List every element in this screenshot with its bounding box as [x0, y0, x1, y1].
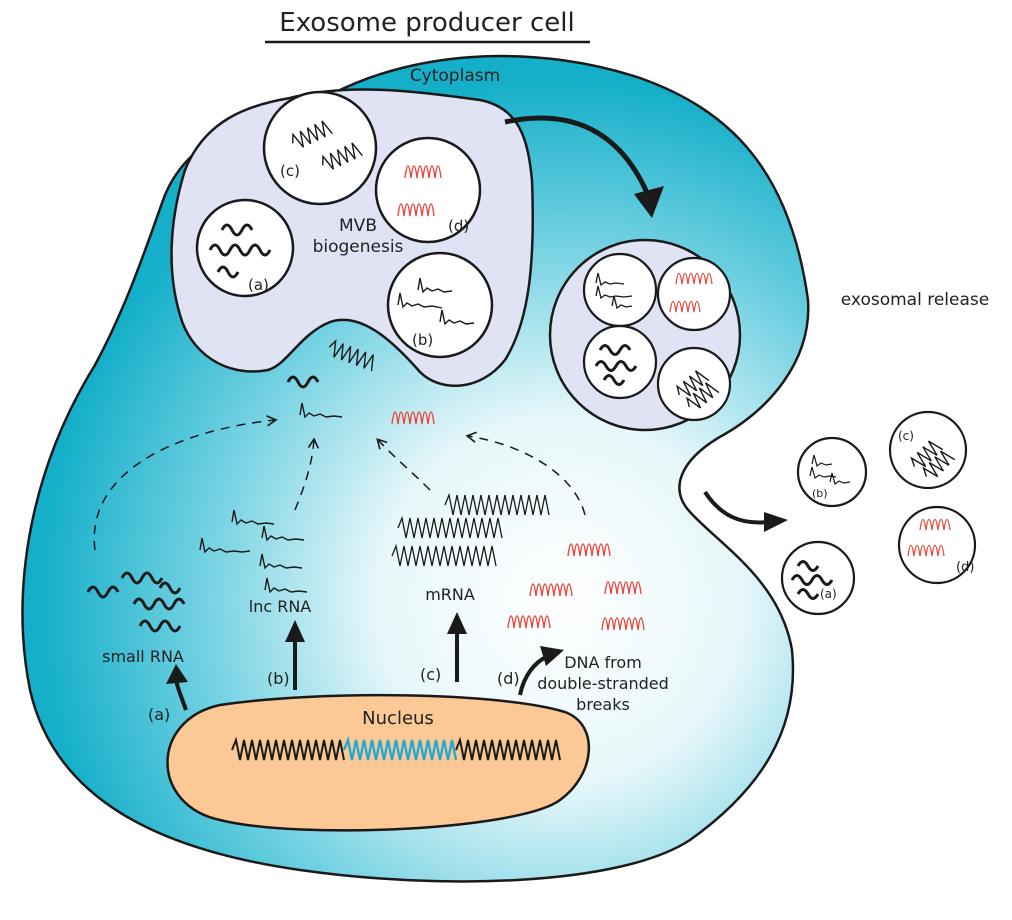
dna-label-line1: DNA from: [564, 653, 642, 672]
vesicle-c-mrna: [292, 120, 333, 148]
nucleus-export-arrows: [166, 612, 564, 711]
cargo-lnc-rna: [299, 402, 343, 419]
mvb-vesicle-d: (d): [374, 136, 482, 244]
exosome-c-marker: (c): [898, 429, 914, 443]
nucleus-label: Nucleus: [362, 708, 434, 729]
vesicle-a-small-rna: [216, 265, 240, 279]
dna-strand-left: [231, 736, 345, 761]
incoming-cargo: [286, 339, 435, 425]
chromosomal-dna: [231, 735, 561, 761]
exosome-a-marker: (a): [820, 587, 837, 601]
cargo-dna: [391, 411, 435, 425]
dna-strand-right: [455, 736, 561, 761]
small-rna-cluster: [86, 571, 186, 633]
exosome-b-marker: (b): [812, 487, 828, 500]
vesicle-b-lnc-rna: [439, 309, 475, 326]
arrow-mrna-to-mvb: [376, 438, 431, 491]
mvb-vesicle-b: (b): [386, 251, 494, 359]
vesicle-d-dna: [404, 165, 442, 179]
vesicle-a-marker: (a): [248, 276, 269, 294]
mvb-vesicle-c: (c): [262, 90, 378, 206]
arrow-release: [703, 490, 769, 525]
lnc-rna-cluster: [199, 509, 308, 594]
mvb-vesicle-a: (a): [195, 198, 295, 298]
nucleus: [166, 693, 590, 832]
exosome-b: (b): [796, 436, 868, 508]
diagram-title: Exosome producer cell: [279, 8, 574, 38]
dna-fragment-cluster: [507, 543, 645, 631]
vesicle-b-lnc-rna: [397, 292, 443, 309]
arrow-lnc-rna-to-mvb: [294, 437, 320, 511]
arrow-small-rna-to-mvb: [93, 415, 278, 551]
exosomal-release-label: exosomal release: [841, 290, 989, 310]
vesicle-b-lnc-rna: [417, 277, 453, 294]
arrow-c-marker: (c): [420, 665, 441, 684]
dna-strand-highlight: [342, 735, 458, 761]
transport-arrows: [93, 415, 586, 551]
cargo-mrna: [328, 339, 374, 372]
arrow-d-marker: (d): [497, 669, 520, 688]
mvb-label-line2: biogenesis: [313, 237, 404, 257]
arrow-a-marker: (a): [148, 705, 170, 724]
vesicle-b-marker: (b): [412, 331, 433, 349]
arrow-mvb-to-membrane: [504, 115, 651, 196]
cytoplasm-label: Cytoplasm: [410, 66, 500, 86]
vesicle-d-dna: [397, 203, 435, 217]
lnc-rna-label: lnc RNA: [249, 597, 312, 616]
exosome-d: (d): [897, 505, 977, 585]
vesicle-c-mrna: [322, 142, 363, 170]
arrow-dna-to-mvb: [465, 431, 586, 516]
dna-label-line3: breaks: [576, 695, 630, 714]
mvb-label-line1: MVB: [339, 216, 377, 236]
vesicle-a-small-rna: [208, 243, 272, 257]
small-rna-label: small RNA: [102, 647, 184, 666]
mrna-label: mRNA: [425, 585, 475, 604]
exosome-d-marker: (d): [956, 560, 974, 575]
mvb-at-membrane: [548, 238, 742, 432]
arrow-b-marker: (b): [267, 669, 290, 688]
vesicle-d-marker: (d): [448, 217, 469, 235]
vesicle-c-marker: (c): [280, 162, 300, 180]
exosome-c: (c): [888, 410, 968, 490]
mrna-cluster: [391, 492, 550, 567]
exosome-a: (a): [780, 540, 856, 616]
dna-label-line2: double-stranded: [537, 674, 669, 693]
vesicle-a-small-rna: [220, 223, 254, 237]
cargo-small-rna: [286, 375, 320, 389]
